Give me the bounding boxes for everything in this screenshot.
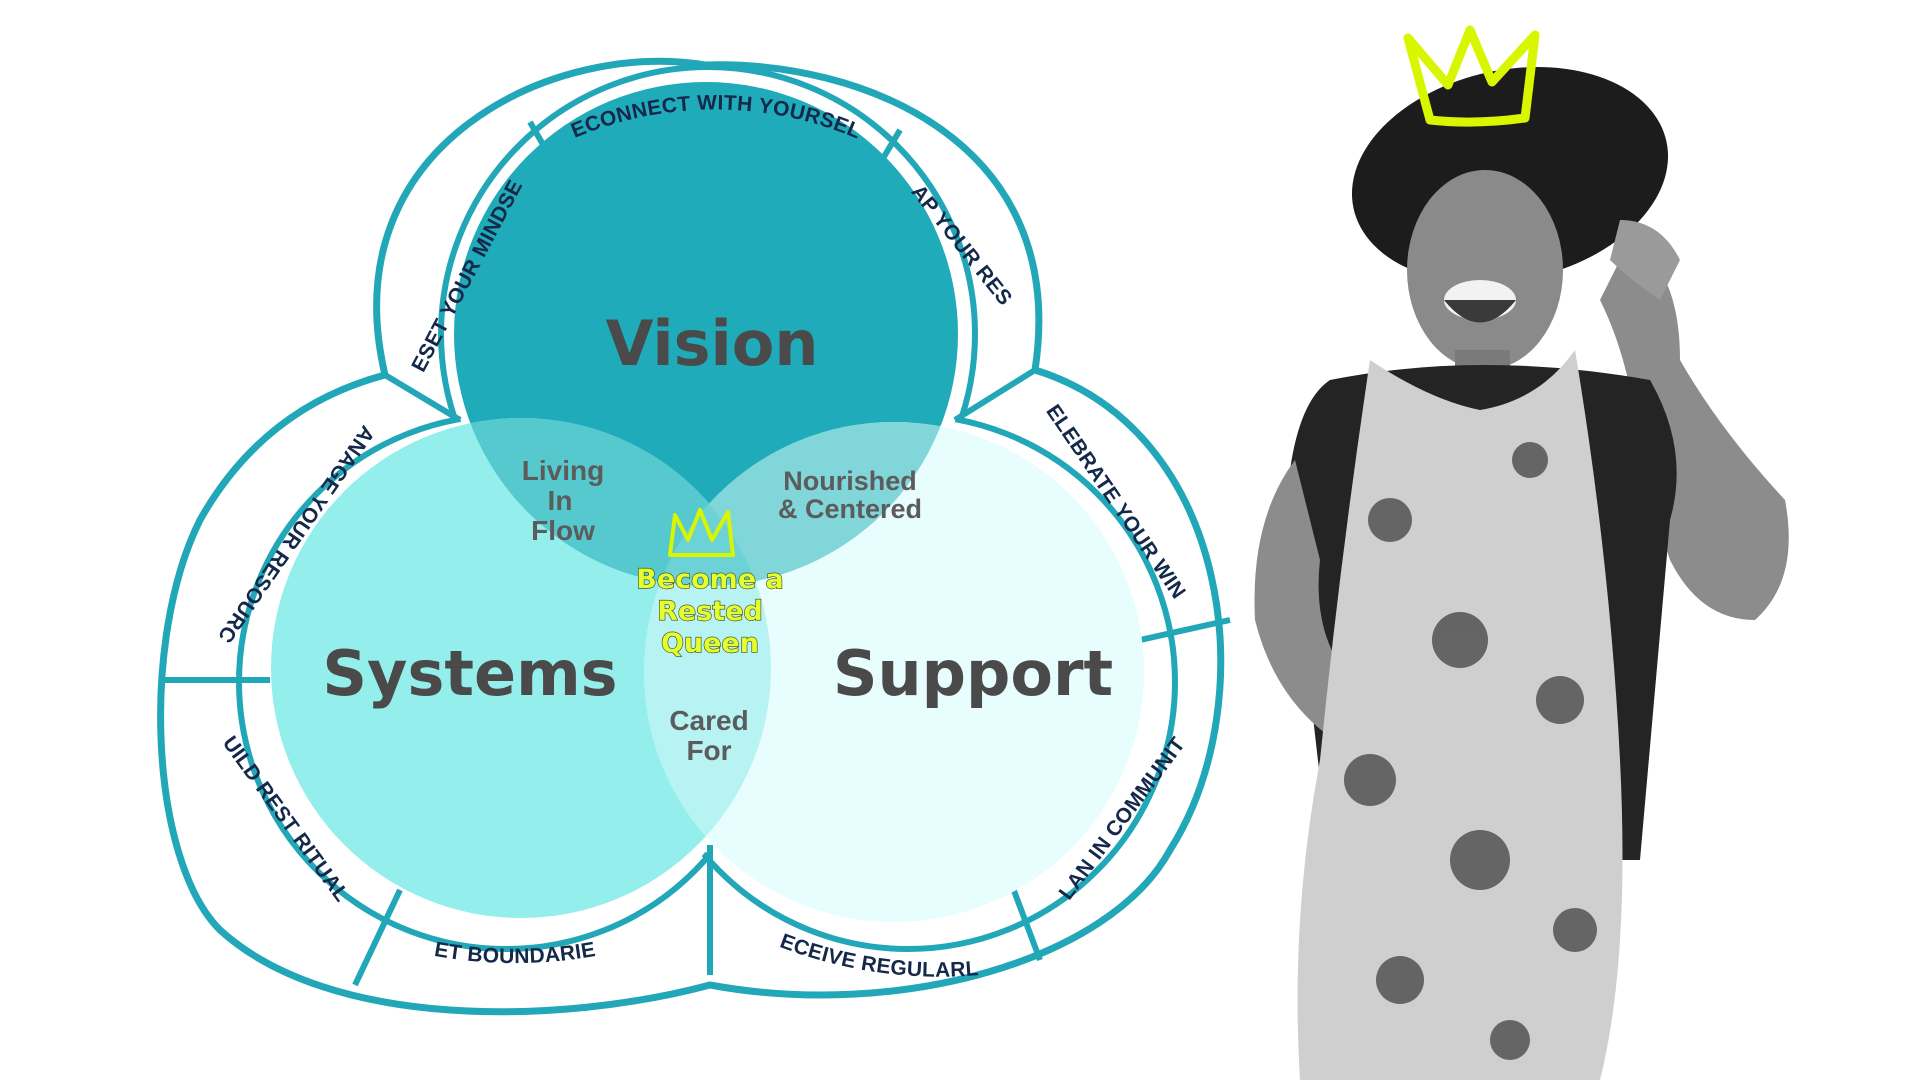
outer-ring-outline [157, 57, 1225, 1016]
svg-text:Flow: Flow [531, 515, 595, 546]
svg-text:For: For [686, 735, 731, 766]
svg-text:RESET YOUR MINDSET: RESET YOUR MINDSET [0, 0, 527, 376]
vision-title: Vision [605, 307, 818, 380]
svg-text:Queen: Queen [661, 628, 759, 659]
svg-text:Nourished: Nourished [783, 466, 917, 496]
svg-text:Rested: Rested [657, 596, 763, 627]
center-rested-queen: Become a Rested Queen [636, 563, 785, 659]
crown-icon [1403, 25, 1540, 127]
svg-text:& Centered: & Centered [778, 494, 922, 524]
svg-text:Living: Living [522, 455, 604, 486]
vision-systems-overlap [454, 418, 771, 586]
segment-reset-mindset: RESET YOUR MINDSET [0, 0, 527, 376]
overlap-nourished-centered: Nourished & Centered [778, 466, 922, 524]
crown-icon [668, 508, 735, 557]
overlap-cared-for: Cared For [669, 705, 748, 766]
photo-woman [1254, 25, 1789, 1080]
support-title: Support [833, 637, 1113, 710]
svg-text:In: In [548, 485, 573, 516]
overlap-living-in-flow: Living In Flow [522, 455, 604, 546]
svg-text:Cared: Cared [669, 705, 748, 736]
systems-title: Systems [322, 637, 617, 710]
svg-text:Become a: Become a [636, 564, 784, 595]
vision-support-overlap [644, 422, 958, 586]
